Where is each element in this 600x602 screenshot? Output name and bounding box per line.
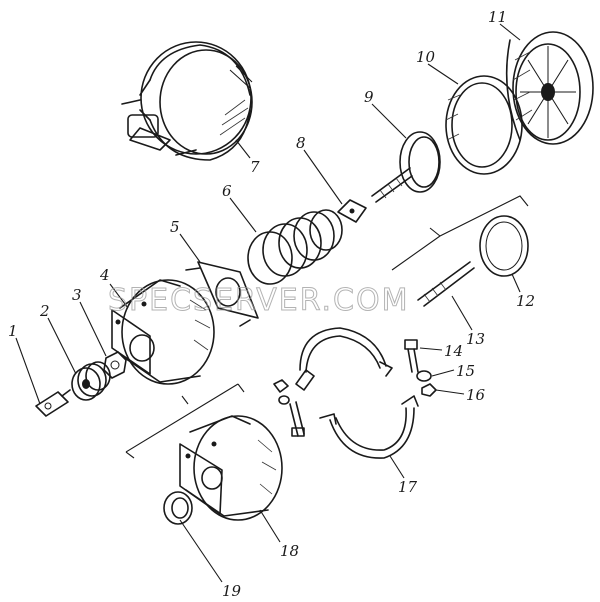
part-5-gasket <box>185 261 259 327</box>
callout-13: 13 <box>466 330 485 348</box>
callout-7: 7 <box>250 158 260 176</box>
part-2-bushing <box>71 361 111 401</box>
watermark-text: SPECSERVER.COM <box>108 283 409 318</box>
part-15-washer <box>416 370 432 382</box>
callout-14: 14 <box>444 342 463 360</box>
callout-2: 2 <box>39 302 50 320</box>
clamp-bolt-left <box>273 379 305 437</box>
callout-5: 5 <box>170 218 180 236</box>
callout-9: 9 <box>364 88 374 106</box>
leader-lines <box>15 23 521 583</box>
bracket-group-4-18 <box>125 383 245 459</box>
part-14-bolt <box>404 339 419 373</box>
part-18-housing <box>179 415 283 521</box>
part-9-diaphragm-pushrod <box>371 131 441 203</box>
callout-1: 1 <box>8 322 18 340</box>
part-17-clamp-bands <box>295 327 419 459</box>
part-8-plate <box>337 199 367 223</box>
callout-11: 11 <box>488 8 507 26</box>
callout-labels: 1 2 3 4 5 6 7 8 9 10 11 12 13 14 15 16 1… <box>8 8 535 600</box>
callout-3: 3 <box>72 286 82 304</box>
part-12-disk <box>479 215 529 277</box>
part-11-cover <box>505 31 594 145</box>
bracket-group-9-13 <box>391 195 529 271</box>
part-16-nut <box>421 383 437 397</box>
callout-12: 12 <box>516 292 535 310</box>
callout-18: 18 <box>280 542 299 560</box>
callout-16: 16 <box>466 386 486 404</box>
part-10-ring <box>445 75 523 175</box>
part-3-hex-nut <box>103 351 127 379</box>
part-7-brake-chamber-assembly <box>121 41 253 161</box>
callout-10: 10 <box>416 48 436 66</box>
part-6-return-spring <box>247 209 343 285</box>
callout-19: 19 <box>222 582 242 600</box>
part-19-seal <box>163 491 193 525</box>
callout-17: 17 <box>398 478 418 496</box>
callout-8: 8 <box>296 134 306 152</box>
part-4-chamber-housing <box>111 279 215 385</box>
callout-6: 6 <box>222 182 232 200</box>
callout-15: 15 <box>456 362 475 380</box>
callout-4: 4 <box>99 266 110 284</box>
part-13-rod <box>417 261 475 307</box>
part-1-clevis <box>35 389 71 417</box>
